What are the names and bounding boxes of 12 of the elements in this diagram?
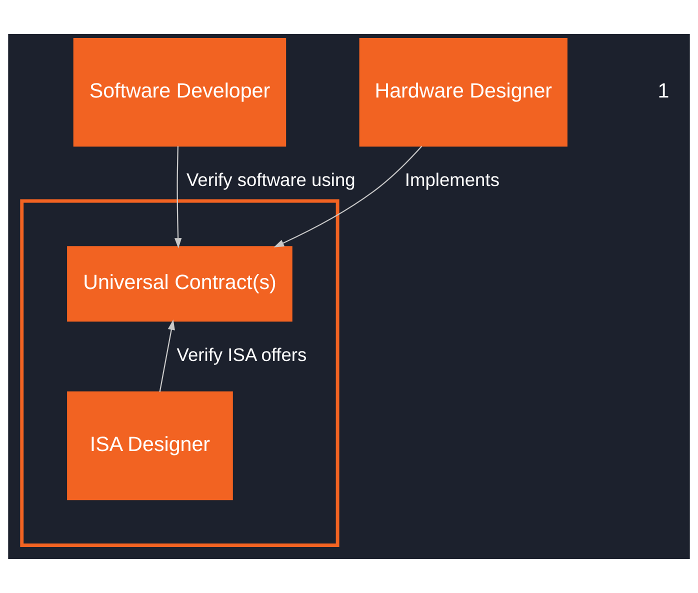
edge-label: Verify ISA offers bbox=[176, 344, 307, 365]
label: 1 bbox=[658, 79, 670, 102]
node-box: Software Developer bbox=[73, 38, 286, 147]
edge-label: Implements bbox=[404, 168, 500, 190]
node-box: Hardware Designer bbox=[359, 38, 568, 147]
node-box: ISA Designer bbox=[67, 391, 233, 500]
arrow bbox=[159, 320, 175, 392]
edge-label: Verify software using bbox=[186, 168, 356, 190]
node-box: Universal Contract(s) bbox=[67, 246, 292, 322]
arrow bbox=[274, 146, 422, 248]
cluster bbox=[20, 199, 340, 547]
arrow bbox=[174, 146, 182, 248]
